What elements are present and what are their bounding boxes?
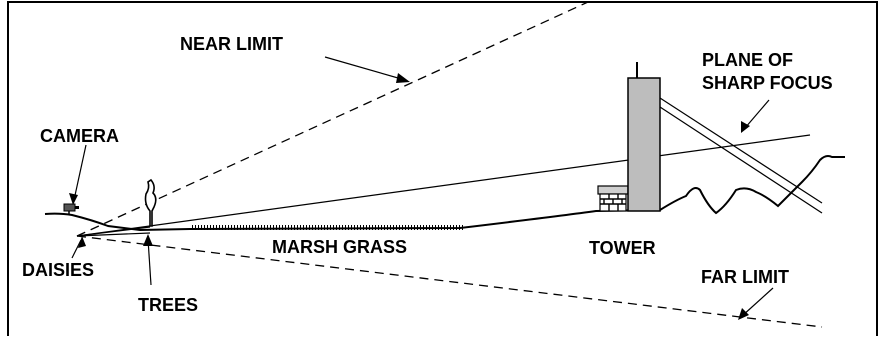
near-limit-arrowhead bbox=[396, 73, 410, 83]
camera-arrowhead bbox=[69, 193, 78, 205]
daisies-arrowhead bbox=[78, 236, 86, 248]
daisies-label: DAISIES bbox=[22, 260, 94, 280]
near-limit-line bbox=[76, 1, 589, 237]
far-limit-label: FAR LIMIT bbox=[701, 267, 789, 287]
tower-shape bbox=[627, 77, 661, 212]
brick-pattern bbox=[600, 194, 626, 211]
convergence-line-upper bbox=[76, 226, 151, 237]
plane-of-sharp-focus-leader bbox=[744, 99, 770, 129]
far-limit-line bbox=[76, 235, 823, 328]
plane-arrowhead bbox=[741, 121, 750, 133]
tree-shape bbox=[144, 178, 157, 227]
trees-label: TREES bbox=[138, 295, 198, 315]
plane-of-sharp-focus-label-line1: PLANE OF bbox=[702, 50, 793, 70]
convergence-line-lower bbox=[76, 232, 151, 237]
camera-label: CAMERA bbox=[40, 126, 119, 146]
far-limit-arrowhead bbox=[738, 308, 749, 320]
plane-of-sharp-focus-label-line2: SHARP FOCUS bbox=[702, 73, 833, 93]
plane-of-sharp-focus-line bbox=[76, 134, 811, 237]
near-limit-leader bbox=[324, 56, 406, 81]
marsh-grass-label: MARSH GRASS bbox=[272, 237, 407, 257]
trees-leader bbox=[147, 238, 152, 286]
diagram-frame bbox=[7, 1, 878, 336]
focus-plane-line-b bbox=[659, 106, 823, 214]
focus-plane-line-a bbox=[659, 97, 823, 204]
camera-lens bbox=[75, 206, 79, 209]
trees-arrowhead bbox=[143, 234, 153, 246]
ground-profile bbox=[44, 155, 845, 232]
tower-label: TOWER bbox=[589, 238, 656, 258]
camera-leader bbox=[73, 144, 87, 201]
near-limit-label: NEAR LIMIT bbox=[180, 34, 283, 54]
daisies-leader bbox=[71, 239, 82, 259]
camera-icon bbox=[63, 203, 76, 212]
far-limit-leader bbox=[741, 287, 774, 317]
building-roof bbox=[597, 185, 629, 195]
